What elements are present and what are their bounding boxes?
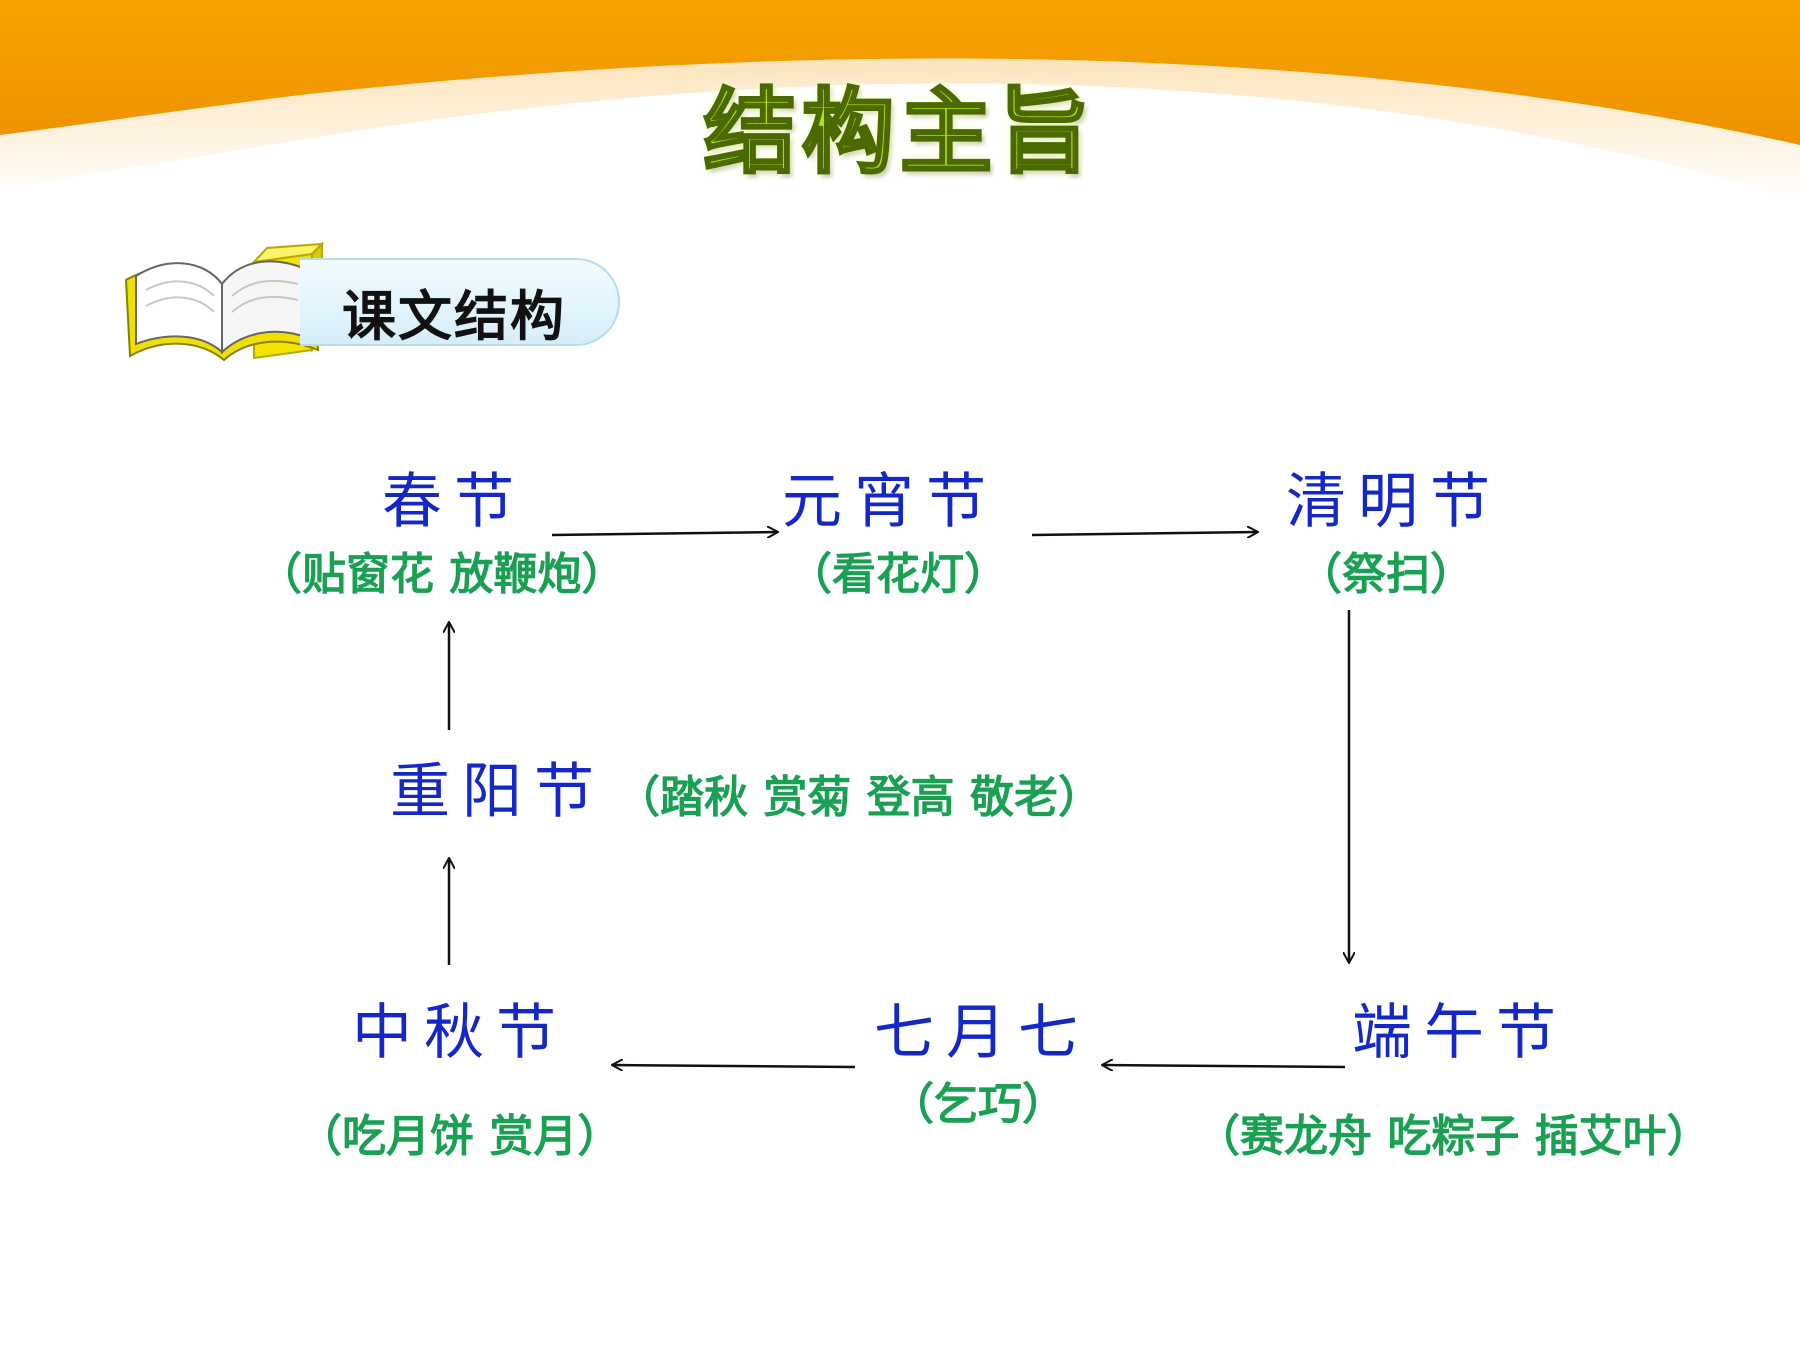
customs-zhongqiu: （吃月饼 赏月） xyxy=(298,1111,622,1162)
section-label: 课文结构 xyxy=(342,285,566,348)
page-title: 结构主旨 xyxy=(702,78,1096,188)
arrow-duanwu-to-qixi xyxy=(1102,1065,1346,1067)
festival-chunjie: 春节 xyxy=(382,467,526,537)
arrow-qixi-to-zhongqiu xyxy=(612,1065,856,1067)
customs-yuanxiao: （看花灯） xyxy=(788,549,1008,600)
header-banner xyxy=(0,0,1800,200)
section-tab xyxy=(300,258,620,346)
festival-duanwu: 端午节 xyxy=(1352,998,1568,1068)
customs-duanwu: （赛龙舟 吃粽子 插艾叶） xyxy=(1196,1111,1711,1162)
customs-qingming: （祭扫） xyxy=(1298,549,1474,600)
customs-qixi: （乞巧） xyxy=(890,1079,1066,1130)
festival-qixi: 七月七 xyxy=(874,998,1090,1068)
arrow-chunjie-to-yuanxiao xyxy=(551,532,778,535)
festival-yuanxiao: 元宵节 xyxy=(782,467,998,537)
festival-qingming: 清明节 xyxy=(1286,467,1502,537)
arrow-yuanxiao-to-qingming xyxy=(1031,532,1258,535)
festival-chongyang: 重阳节 xyxy=(390,757,606,827)
customs-chongyang: （踏秋 赏菊 登高 敬老） xyxy=(616,772,1102,823)
customs-chunjie: （贴窗花 放鞭炮） xyxy=(258,549,626,600)
festival-zhongqiu: 中秋节 xyxy=(352,998,568,1068)
open-book-icon xyxy=(124,241,325,362)
